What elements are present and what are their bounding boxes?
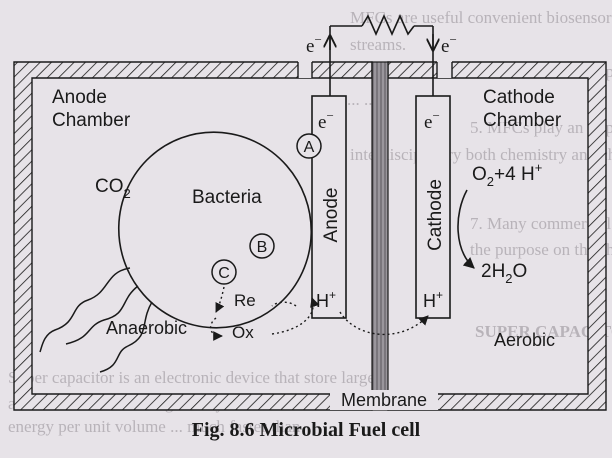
cathode-chamber-label-line1: Cathode (483, 87, 555, 108)
bacteria-cell-outline (117, 131, 313, 329)
circle-c (211, 259, 237, 285)
h-plus-cathode-label: H+ (423, 288, 443, 311)
h-plus-anode-label: H+ (316, 288, 336, 311)
membrane (371, 61, 389, 411)
circle-b (249, 233, 275, 259)
cathode-label: Cathode (425, 179, 446, 251)
anode-chamber-label-line1: Anode (52, 87, 107, 108)
cathode-electrode (415, 95, 451, 319)
anode-wall-gap (298, 52, 312, 78)
bacteria-flagella (39, 267, 153, 373)
circle-c-label: C (218, 265, 230, 282)
membrane-label-backdrop (330, 390, 438, 410)
anaerobic-label: Anaerobic (106, 318, 187, 338)
circle-b-label: B (257, 239, 268, 256)
re-label: Re (234, 291, 256, 310)
electron-label-right: e− (441, 32, 457, 57)
circle-a (296, 133, 322, 159)
cathode-wall-gap (437, 52, 452, 78)
aerobic-label: Aerobic (494, 330, 555, 350)
resistor-icon (361, 14, 415, 36)
oxygen-label: O2+4 H+ (472, 160, 542, 189)
electron-label-anode: e− (318, 108, 334, 133)
electron-label-cathode: e− (424, 108, 440, 133)
membrane-label: Membrane (341, 390, 427, 410)
anode-chamber-label-line2: Chamber (52, 110, 131, 131)
anode-electrode (311, 95, 347, 319)
cathode-chamber-label-line2: Chamber (483, 110, 562, 131)
figure-caption: Fig. 8.6 Microbial Fuel cell (191, 419, 421, 441)
redox-cycle (209, 286, 320, 341)
proton-transfer-arrow (339, 311, 429, 336)
ox-label: Ox (232, 323, 254, 342)
reduction-arrow (457, 189, 475, 269)
water-label: 2H2O (481, 261, 527, 286)
circle-a-label: A (304, 139, 315, 156)
electron-label-left: e− (306, 32, 322, 57)
anode-label: Anode (321, 188, 342, 243)
co2-label: CO2 (95, 176, 131, 201)
bacteria-label: Bacteria (192, 187, 262, 208)
